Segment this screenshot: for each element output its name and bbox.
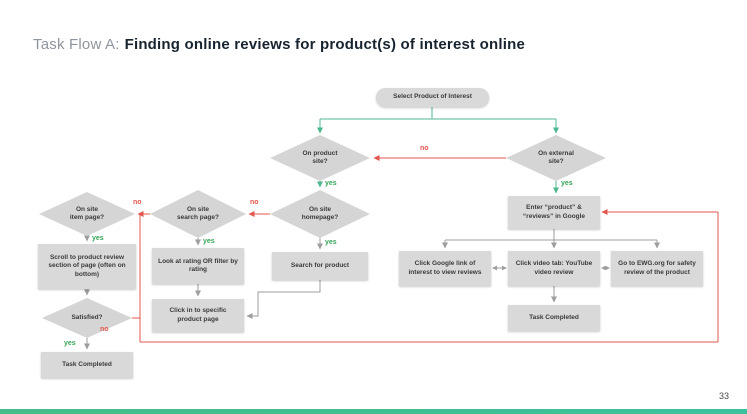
- edge-label-no-product-vs-external: no: [420, 145, 429, 152]
- decision-on-external-site: On external site?: [506, 135, 606, 181]
- edge-label-yes-satisfied: yes: [64, 340, 76, 347]
- slide-title-prefix: Task Flow A:: [33, 36, 120, 53]
- edge-label-no-homepage: no: [250, 199, 259, 206]
- decision-on-product-site: On product site?: [270, 135, 370, 181]
- edge-label-yes-on-external-site: yes: [561, 180, 573, 187]
- step-enter-product-reviews-google: Enter “product” & “reviews” in Google: [508, 196, 600, 229]
- decision-on-site-search-page: On site search page?: [150, 190, 246, 238]
- step-task-completed-right: Task Completed: [508, 305, 600, 331]
- slide-title: Task Flow A:Finding online reviews for p…: [33, 36, 525, 53]
- decision-on-site-item-page: On site item page?: [39, 192, 135, 236]
- edge-label-yes-search-page: yes: [203, 238, 215, 245]
- accent-bottom-bar: [0, 409, 747, 414]
- step-scroll-to-review-section: Scroll to product review section of page…: [38, 244, 136, 289]
- step-look-at-rating: Look at rating OR filter by rating: [152, 248, 244, 284]
- step-click-google-link: Click Google link of interest to view re…: [399, 251, 491, 286]
- slide-title-text: Finding online reviews for product(s) of…: [124, 36, 525, 53]
- edge-label-no-satisfied: no: [100, 326, 109, 333]
- edge-label-no-search-page: no: [133, 199, 142, 206]
- step-task-completed-left: Task Completed: [41, 352, 133, 378]
- decision-on-site-homepage: On site homepage?: [270, 190, 370, 238]
- page-number: 33: [718, 391, 729, 401]
- step-go-to-ewg: Go to EWG.org for safety review of the p…: [611, 251, 703, 286]
- edge-label-yes-item-page: yes: [92, 235, 104, 242]
- decision-satisfied: Satisfied?: [42, 298, 132, 338]
- step-click-video-tab: Click video tab: YouTube video review: [508, 251, 600, 286]
- edge-label-yes-homepage: yes: [325, 239, 337, 246]
- node-select-product: Select Product of Interest: [376, 88, 489, 107]
- step-search-for-product: Search for product: [272, 252, 368, 280]
- edge-label-yes-on-product-site: yes: [325, 180, 337, 187]
- step-click-into-product-page: Click in to specific product page: [152, 299, 244, 332]
